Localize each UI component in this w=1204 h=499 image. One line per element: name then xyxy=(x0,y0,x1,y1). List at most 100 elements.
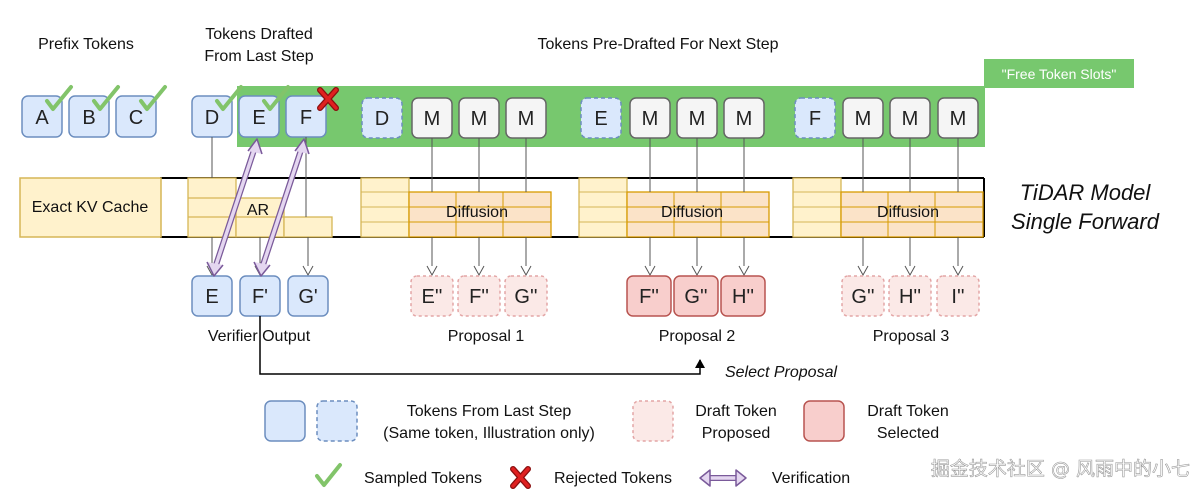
mask-token: M xyxy=(889,97,931,139)
ar-label: AR xyxy=(247,202,269,219)
mask-token-label: M xyxy=(689,108,706,130)
drafted-token: D xyxy=(191,95,233,138)
free-slots-label: "Free Token Slots" xyxy=(1002,66,1117,82)
mask-token: M xyxy=(937,97,979,139)
prefix-token: C xyxy=(115,95,157,138)
proposal3-token-label: I'' xyxy=(951,286,964,308)
mask-token: M xyxy=(842,97,884,139)
legend-draft-selected-swatch xyxy=(803,400,845,442)
mask-token: M xyxy=(676,97,718,139)
diffusion-block xyxy=(578,177,770,238)
legend-draft-selected-line2: Selected xyxy=(877,425,939,442)
prefix-token: B xyxy=(68,95,110,138)
legend-draft-proposed-line1: Draft Token xyxy=(695,403,777,420)
group3-base-token-label: F xyxy=(809,108,821,130)
proposal2-token-label: G'' xyxy=(684,286,707,308)
prefix-token-label: A xyxy=(35,107,49,129)
select-proposal-path xyxy=(259,316,705,375)
proposal2-token: H'' xyxy=(720,275,766,317)
mask-token-label: M xyxy=(950,108,967,130)
verifier-token: E xyxy=(191,275,233,317)
verification-arrow xyxy=(253,138,310,277)
legend: Tokens From Last Step (Same token, Illus… xyxy=(264,400,949,489)
legend-last-step-line2: (Same token, Illustration only) xyxy=(383,425,595,442)
diffusion-block xyxy=(792,177,984,238)
drafted-header-line1: Tokens Drafted xyxy=(205,26,313,43)
group1-base-token-label: D xyxy=(375,108,389,130)
kv-cache-label: Exact KV Cache xyxy=(32,199,149,216)
watermark: 掘金技术社区 @ 风雨中的小七 xyxy=(931,458,1190,480)
proposal1-token: G'' xyxy=(504,275,548,317)
mask-token-label: M xyxy=(642,108,659,130)
check-icon xyxy=(262,85,290,111)
mask-token: M xyxy=(629,97,671,139)
mask-token: M xyxy=(458,97,500,139)
verifier-token-label: E xyxy=(205,286,218,308)
select-proposal-label: Select Proposal xyxy=(725,364,838,381)
verifier-token: G' xyxy=(287,275,329,317)
group1-base-token: D xyxy=(361,97,403,139)
legend-last-step-swatch xyxy=(264,400,306,442)
mask-token-label: M xyxy=(471,108,488,130)
legend-verification-arrow-icon xyxy=(699,469,747,487)
diffusion-label: Diffusion xyxy=(661,204,723,221)
diffusion-label: Diffusion xyxy=(877,204,939,221)
drafted-token-label: F xyxy=(300,107,312,129)
verifier-token-label: F' xyxy=(252,286,268,308)
legend-reject-icon xyxy=(510,466,531,489)
mask-token: M xyxy=(411,97,453,139)
proposal3-token: H'' xyxy=(888,275,932,317)
mask-token-label: M xyxy=(902,108,919,130)
proposal1-token: E'' xyxy=(410,275,454,317)
proposal2-token-label: H'' xyxy=(732,286,754,308)
proposal1-label: Proposal 1 xyxy=(448,328,525,345)
mask-token-label: M xyxy=(518,108,535,130)
proposal3-token-label: G'' xyxy=(851,286,874,308)
reject-icon xyxy=(317,87,339,111)
mask-token-label: M xyxy=(855,108,872,130)
proposal2-token-label: F'' xyxy=(639,286,659,308)
model-title-line2: Single Forward xyxy=(1011,209,1160,234)
predrafted-header: Tokens Pre-Drafted For Next Step xyxy=(538,36,779,53)
verifier-token-label: G' xyxy=(298,286,317,308)
legend-last-step-dashed-swatch xyxy=(316,400,358,442)
mask-token: M xyxy=(505,97,547,139)
prefix-tokens-header: Prefix Tokens xyxy=(38,36,134,53)
legend-draft-selected-line1: Draft Token xyxy=(867,403,949,420)
verifier-token: F' xyxy=(239,275,281,317)
proposal1-token-label: F'' xyxy=(469,286,489,308)
proposal1-token-label: E'' xyxy=(422,286,443,308)
group3-base-token: F xyxy=(794,97,836,139)
verification-arrow xyxy=(206,138,263,277)
proposal2-token: G'' xyxy=(673,275,719,317)
drafted-token: E xyxy=(238,95,280,138)
prefix-token-label: C xyxy=(129,107,143,129)
legend-sampled-label: Sampled Tokens xyxy=(364,470,482,487)
drafted-token-label: E xyxy=(252,107,265,129)
model-title-line1: TiDAR Model xyxy=(1020,180,1152,205)
diffusion-block xyxy=(360,177,552,238)
prefix-token: A xyxy=(21,95,63,138)
proposal1-token: F'' xyxy=(457,275,501,317)
drafted-token: F xyxy=(285,95,327,138)
proposal2-token: F'' xyxy=(626,275,672,317)
mask-token: M xyxy=(723,97,765,139)
legend-rejected-label: Rejected Tokens xyxy=(554,470,672,487)
legend-last-step-line1: Tokens From Last Step xyxy=(407,403,572,420)
check-icon xyxy=(92,85,120,111)
drafted-token-label: D xyxy=(205,107,219,129)
proposal3-token: I'' xyxy=(936,275,980,317)
prefix-token-label: B xyxy=(82,107,95,129)
proposal3-token: G'' xyxy=(841,275,885,317)
legend-draft-proposed-swatch xyxy=(632,400,674,442)
legend-verification-label: Verification xyxy=(772,470,850,487)
proposal3-token-label: H'' xyxy=(899,286,921,308)
proposal2-label: Proposal 2 xyxy=(659,328,736,345)
check-icon xyxy=(139,85,167,111)
mask-token-label: M xyxy=(424,108,441,130)
drafted-header-line2: From Last Step xyxy=(204,48,313,65)
legend-check-icon xyxy=(315,463,342,487)
group2-base-token: E xyxy=(580,97,622,139)
proposal3-label: Proposal 3 xyxy=(873,328,950,345)
